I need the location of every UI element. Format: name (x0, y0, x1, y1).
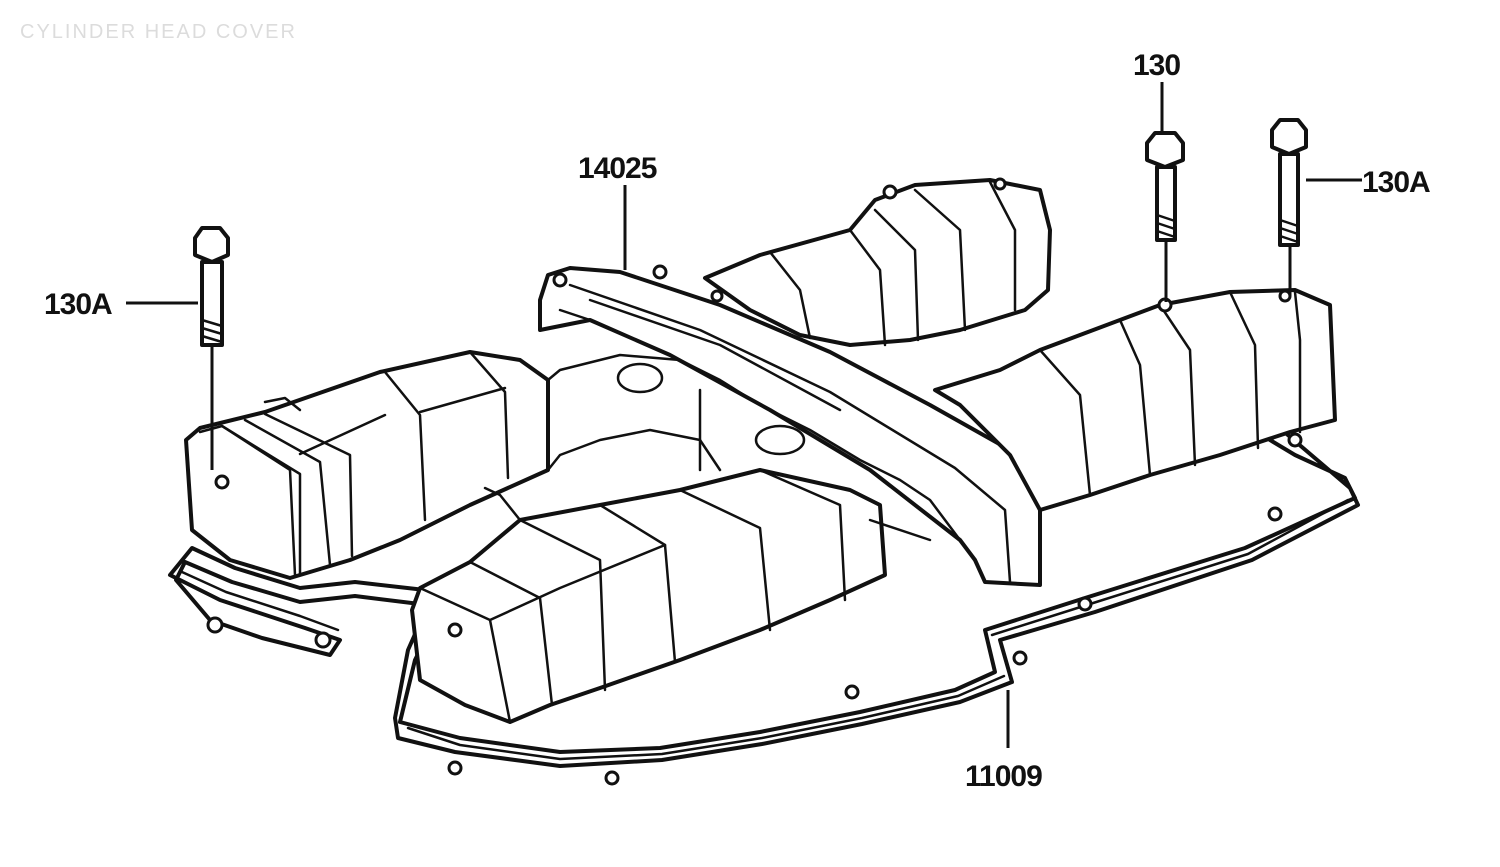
leader-lines (126, 82, 1362, 748)
gasket-11009 (168, 428, 1360, 786)
faint-header-text: CYLINDER HEAD COVER (20, 21, 297, 43)
bolt-130a-left (193, 226, 230, 347)
cylinder-head-cover-14025 (184, 177, 1337, 724)
part-label-bolt-130a-left: 130A (44, 288, 112, 321)
bolt-130a-right (1270, 118, 1308, 247)
part-label-gasket: 11009 (965, 760, 1042, 793)
part-label-bolt-130: 130 (1133, 49, 1180, 82)
bolt-130 (1145, 131, 1185, 242)
part-label-cover: 14025 (578, 152, 657, 185)
part-label-bolt-130a-right: 130A (1362, 166, 1430, 199)
